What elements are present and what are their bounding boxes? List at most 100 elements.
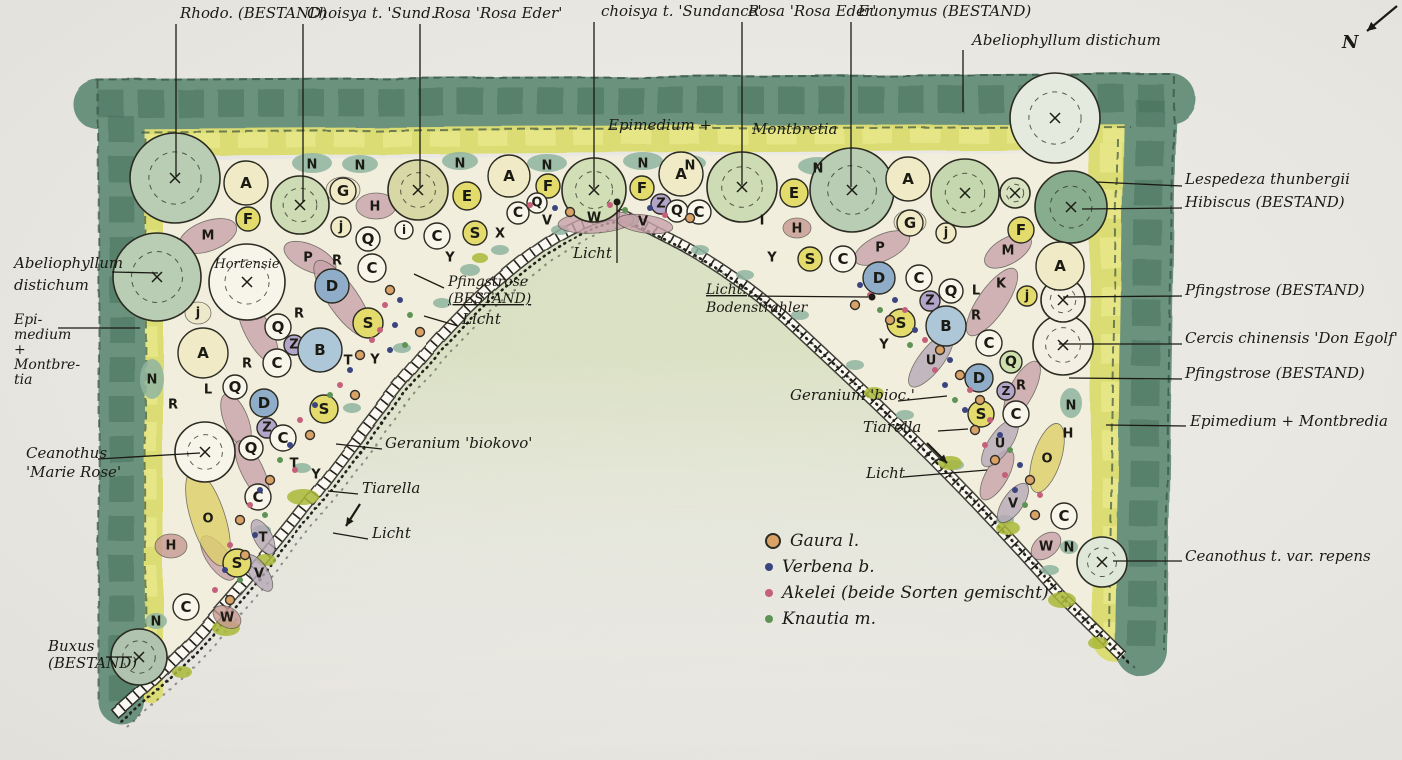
plant-letter: N — [147, 373, 158, 388]
plant-circle — [352, 307, 384, 339]
leader-line — [1081, 207, 1183, 210]
plant-letter: Q — [229, 378, 242, 396]
shrub-inner-arc — [574, 170, 614, 210]
plant-letter: N — [455, 157, 466, 172]
grass-border-highlight — [141, 126, 1133, 149]
groundcover-clump — [442, 152, 478, 170]
scatter-dot-k — [262, 512, 268, 518]
callout-geranium-bioc: Geranium 'bioc.' — [790, 386, 948, 404]
shrub-center-mark — [1065, 201, 1077, 213]
plant-circle — [935, 222, 957, 244]
shrub-inner-arc — [1005, 183, 1025, 203]
plant-letter: K — [996, 277, 1007, 292]
plant-letter: E — [462, 187, 472, 205]
scatter-dot-v — [647, 205, 653, 211]
plant-circle — [964, 363, 994, 393]
plant-letter: H — [166, 539, 177, 554]
leader-line — [332, 532, 369, 540]
plant-letter: M — [1002, 244, 1015, 259]
scatter-dot-v — [257, 487, 263, 493]
groundcover-clump — [343, 403, 361, 413]
plant-letter: V — [254, 567, 264, 582]
callout-euonymus: Euonymus (BESTAND) — [850, 2, 1031, 187]
shrub-inner-arc — [282, 187, 318, 223]
plant-letter: N — [542, 159, 553, 174]
scatter-dot-g — [989, 454, 1001, 466]
groundcover-clump — [527, 154, 567, 172]
plant-letter: G — [904, 214, 916, 232]
plant-letter: V — [638, 215, 648, 230]
shrub-center-mark — [169, 172, 181, 184]
scatter-dot-a — [292, 467, 298, 473]
legend-item-knautia: Knautia m. — [765, 608, 1049, 629]
moss-patch — [1088, 637, 1108, 649]
callout-cercis: Cercis chinensis 'Don Egolf' — [1059, 329, 1398, 347]
legend-symbol-gaura — [765, 532, 781, 549]
callout-rhodo: Rhodo. (BESTAND) — [175, 4, 327, 176]
lawn-area — [115, 214, 1122, 760]
plant-letter: T — [290, 457, 299, 472]
groundcover-clump — [393, 343, 411, 353]
callout-text: (BESTAND) — [448, 291, 531, 307]
plant-circle — [357, 253, 387, 283]
scatter-dot-v — [397, 297, 403, 303]
callout-text: Montbre- — [13, 357, 80, 373]
callout-epimedium-band-1: Epimedium + — [607, 116, 712, 134]
plant-letter: P — [303, 251, 313, 266]
scatter-dot-a — [1037, 492, 1043, 498]
scatter-dot-g — [384, 284, 396, 296]
groundcover-clump — [1060, 388, 1082, 418]
arrow-head — [346, 517, 354, 526]
plant-letter: Z — [925, 294, 934, 309]
plant-letter: N — [638, 157, 649, 172]
plant-letter: Y — [878, 338, 889, 353]
plant-letter: A — [1054, 257, 1066, 275]
plant-letter: C — [693, 203, 704, 221]
callout-buxus: Buxus(BESTAND) — [47, 637, 137, 672]
plant-letter: S — [896, 314, 907, 332]
plant-letter: H — [792, 222, 803, 237]
perennial-drift — [184, 301, 212, 325]
scatter-dot-g — [954, 369, 966, 381]
plant-letter: Y — [444, 251, 455, 266]
plant-letter: U — [926, 354, 937, 369]
groundcover-clump — [145, 613, 167, 629]
shrub-inner-arc — [1028, 91, 1082, 145]
plant-letter: Y — [766, 251, 777, 266]
plant-circle — [919, 290, 941, 312]
scatter-dot-a — [337, 382, 343, 388]
plant-circle — [262, 348, 292, 378]
perennial-drift — [997, 482, 1029, 524]
plant-circle — [938, 278, 964, 304]
plant-circle — [862, 261, 896, 295]
scatter-dot-g — [239, 549, 251, 561]
plant-letter: F — [637, 179, 647, 197]
groundcover-clump — [736, 270, 754, 280]
callout-rosa-eder-1: Rosa 'Rosa Eder' — [419, 4, 562, 187]
scatter-dot-k — [277, 457, 283, 463]
plant-circle — [249, 388, 279, 418]
callout-text: Epi- — [13, 312, 43, 328]
scatter-dot-k — [952, 397, 958, 403]
plant-letter: Y — [369, 353, 380, 368]
scatter-dot-v — [997, 432, 1003, 438]
shrub-inner-arc — [1049, 286, 1077, 314]
shrub-center-mark — [588, 184, 600, 196]
groundcover-clump — [292, 153, 332, 173]
leader-line — [335, 443, 383, 450]
legend-item-akelei: Akelei (beide Sorten gemischt) — [765, 582, 1049, 603]
leader-line — [897, 395, 948, 402]
scatter-dot-g — [304, 429, 316, 441]
plant-letter: L — [972, 284, 980, 299]
plant-letter: Q — [1005, 354, 1017, 370]
callout-text: Rhodo. (BESTAND) — [179, 4, 327, 22]
perennial-drift — [1030, 531, 1062, 561]
plant-letter: W — [220, 611, 234, 626]
plant-letter: N — [685, 159, 696, 174]
shrub-inner-arc — [827, 165, 877, 215]
scatter-dot-a — [377, 327, 383, 333]
plant-letter: j — [1024, 289, 1029, 304]
callout-text: Lespedeza thunbergii — [1184, 170, 1350, 188]
